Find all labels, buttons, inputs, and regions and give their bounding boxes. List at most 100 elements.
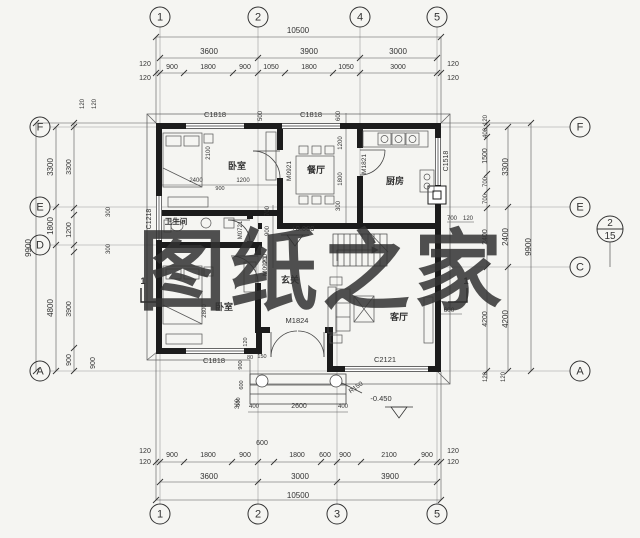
dim-left-outer: 900 — [90, 357, 97, 369]
wardrobe-bedroom1 — [265, 131, 277, 181]
dim-top-sub: 900 — [166, 64, 178, 71]
section-mark-1-left: 1 — [140, 276, 145, 286]
dim-bottom: 3600 — [200, 472, 218, 481]
grid-bubble-A-right: A — [569, 360, 591, 382]
dim-inplan: 700 — [447, 216, 458, 222]
svg-text:C: C — [576, 262, 584, 274]
dim-bottom-sub: 120 — [139, 448, 151, 455]
dim-bottom-sub: 600 — [256, 440, 268, 447]
dim-inplan: 600 — [444, 307, 455, 314]
detail-bubble: 2 15 — [596, 215, 624, 267]
window-label-c1818: C1818 — [204, 110, 226, 119]
dim-left-sub: 3300 — [66, 159, 73, 175]
dim-top: 3000 — [389, 47, 407, 56]
windows — [156, 123, 441, 372]
dim-inplan: 700 — [265, 205, 271, 216]
dim-right-total: 9900 — [524, 238, 533, 256]
door-m0921-bedroom2 — [230, 255, 259, 284]
furniture — [162, 130, 435, 345]
dim-bottom-sub: 2100 — [381, 452, 397, 459]
detail-bubble-number: 2 — [607, 218, 613, 229]
svg-text:1: 1 — [157, 509, 163, 521]
svg-text:3: 3 — [334, 509, 340, 521]
dimension-ticks — [32, 33, 535, 504]
dim-right-sub: 700 — [483, 176, 489, 187]
dim-right-sub: 120 — [483, 371, 489, 382]
dim-top-sub: 120 — [139, 75, 151, 82]
dim-bottom-sub: 1800 — [289, 452, 305, 459]
door-m0721-bathroom — [227, 219, 251, 243]
grid-bubble-A-left: A — [29, 360, 51, 382]
window-c1818-top-left — [186, 123, 244, 129]
dresser-bedroom1 — [167, 196, 209, 208]
sofa-set — [327, 276, 375, 344]
dim-bottom-sub: 900 — [166, 452, 178, 459]
svg-text:A: A — [576, 366, 584, 378]
dim-left-sub: 3900 — [66, 301, 73, 317]
dim-left-sub: 300 — [106, 243, 112, 254]
window-label-c1818: C1818 — [300, 110, 322, 119]
grid-bubble-E-left: E — [29, 196, 51, 218]
grid-bubble-F-right: F — [569, 116, 591, 138]
dim-inplan: 1200 — [236, 178, 250, 184]
svg-text:1: 1 — [157, 12, 163, 24]
dim-left-sub: 120 — [80, 98, 86, 109]
porch-column — [255, 374, 269, 388]
dim-inplan: 500 — [258, 110, 264, 121]
grid-bubble-2-top: 2 — [247, 6, 269, 28]
dim-inplan: 1200 — [338, 136, 344, 150]
svg-text:F: F — [37, 122, 44, 134]
door-label-m0921: M0921 — [286, 161, 293, 181]
dim-left: 4800 — [46, 299, 55, 317]
grid-bubble-2-bottom: 2 — [247, 503, 269, 525]
dim-top-sub: 1800 — [200, 64, 216, 71]
dim-porch: 120 — [243, 337, 249, 346]
dim-inplan: 2100 — [206, 146, 212, 160]
dim-right-sub: 120 — [483, 114, 489, 125]
room-label-kitchen: 厨房 — [386, 175, 404, 186]
dim-top-sub: 120 — [139, 61, 151, 68]
dim-top-sub: 900 — [239, 64, 251, 71]
detail-bubble-sheet: 15 — [604, 231, 616, 242]
window-c2121-bottom — [345, 366, 428, 372]
dim-right-sub: 700 — [483, 193, 489, 204]
radius-note: R150 — [348, 380, 365, 395]
dim-top-sub: 1050 — [338, 64, 354, 71]
dim-left-sub: 300 — [106, 206, 112, 217]
dim-right: 3300 — [501, 158, 510, 176]
window-label-c1518: C1518 — [443, 151, 450, 172]
window-c1818-top-right — [282, 123, 340, 129]
svg-text:A: A — [36, 366, 44, 378]
window-label-c1218: C1218 — [146, 209, 153, 230]
door-label-m1821: M1821 — [361, 154, 368, 174]
svg-text:E: E — [576, 202, 583, 214]
dim-left-sub: 120 — [92, 98, 98, 109]
window-c1218-left — [156, 196, 162, 240]
interior-walls — [156, 127, 441, 333]
dim-top-sub: 120 — [447, 61, 459, 68]
dim-porch: 150 — [257, 354, 266, 360]
dim-right-sub: 1500 — [482, 148, 489, 164]
grid-bubble-1-top: 1 — [149, 6, 171, 28]
dim-bottom-sub: 600 — [319, 452, 331, 459]
tv-cabinet — [423, 296, 434, 344]
dim-left-total: 9900 — [24, 239, 33, 257]
dim-top-sub: 1050 — [263, 64, 279, 71]
dim-porch: 300 — [236, 397, 242, 406]
door-label-m0721: M0721 — [238, 220, 244, 239]
dimension-lines — [35, 36, 532, 501]
dim-inplan: 120 — [463, 216, 474, 222]
grid-bubble-5-bottom: 5 — [426, 503, 448, 525]
grid-bubble-4-top: 4 — [349, 6, 371, 28]
porch-column — [329, 374, 343, 388]
doors — [227, 149, 386, 358]
section-marks — [140, 288, 468, 303]
door-m0921-bedroom1 — [252, 150, 281, 179]
dim-porch: 900 — [238, 360, 244, 369]
window-label-c2121: C2121 — [374, 355, 396, 364]
dim-inplan: 200 — [263, 253, 269, 264]
dim-inplan: 2400 — [189, 178, 203, 184]
svg-text:F: F — [577, 122, 584, 134]
grid-bubble-D-left: D — [29, 234, 51, 256]
dim-bottom-sub: 900 — [421, 452, 433, 459]
